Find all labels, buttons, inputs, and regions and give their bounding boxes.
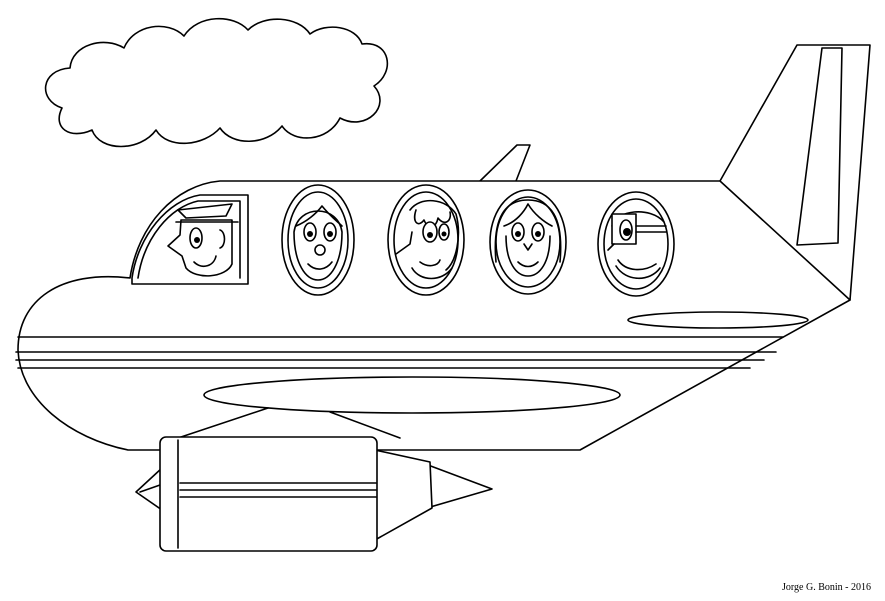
artist-credit: Jorge G. Bonin - 2016: [782, 582, 871, 593]
top-fin: [479, 144, 531, 182]
rear-wing-oval: [627, 311, 809, 329]
wing-strut: [177, 407, 401, 439]
passenger-window-2: [387, 184, 465, 296]
tail-stripe: [796, 47, 843, 246]
engine-body: [159, 436, 378, 552]
cloud: [44, 17, 389, 148]
exhaust-line: [139, 484, 161, 493]
engine-intake: [374, 449, 433, 541]
main-wing-oval: [203, 376, 621, 414]
passenger-window-4: [597, 191, 675, 297]
cockpit-inner: [137, 200, 241, 279]
passenger-window-3: [489, 189, 567, 295]
passenger-window-1: [281, 184, 355, 296]
pilot: [167, 203, 239, 277]
